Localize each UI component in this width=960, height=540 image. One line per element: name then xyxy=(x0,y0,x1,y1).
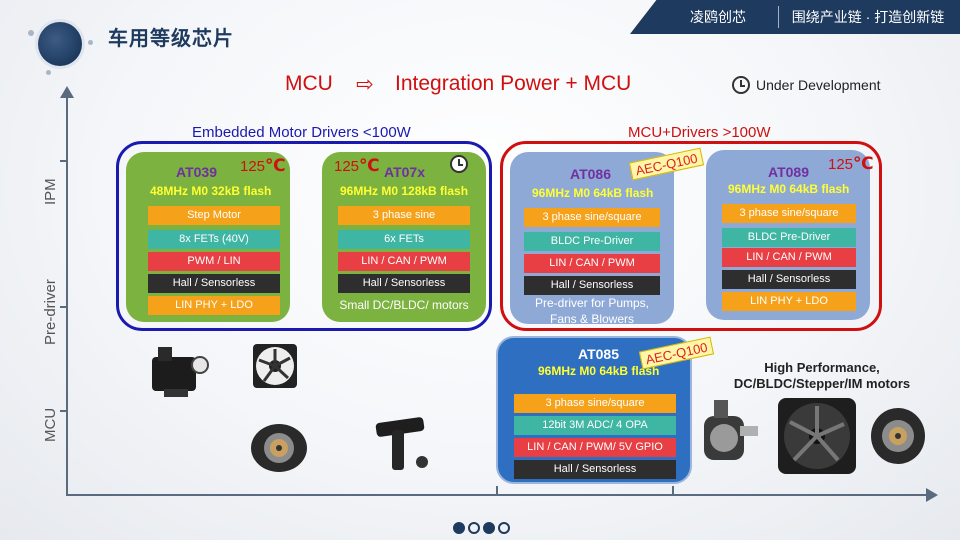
x-tick xyxy=(672,486,674,494)
feature-chip: Step Motor xyxy=(148,206,280,225)
chip-spec: 96MHz M0 128kB flash xyxy=(340,184,469,198)
chip-card-at07x[interactable]: 125℃ AT07x 96MHz M0 128kB flash 3 phase … xyxy=(322,152,486,322)
temp-rating: 125℃ xyxy=(828,154,874,173)
chip-note: Fans & Blowers xyxy=(549,312,635,326)
pager-dot[interactable] xyxy=(468,522,480,534)
logo-dot xyxy=(28,30,34,36)
feature-chip: PWM / LIN xyxy=(148,252,280,271)
chip-note: Pre-driver for Pumps, xyxy=(534,296,650,310)
feature-chip: Hall / Sensorless xyxy=(148,274,280,293)
arrow-right-icon: ⇨ xyxy=(356,73,374,96)
radiator-fan-image xyxy=(778,398,856,474)
feature-chip: 3 phase sine xyxy=(338,206,470,225)
chip-card-at086[interactable]: AT086 96MHz M0 64kB flash 3 phase sine/s… xyxy=(510,152,674,326)
group-box-embedded xyxy=(116,141,492,331)
temp-rating: 125℃ xyxy=(240,156,286,175)
x-axis xyxy=(66,494,930,496)
temp-rating: 125℃ xyxy=(334,156,380,175)
chip-name: AT039 xyxy=(176,164,217,180)
y-axis-arrow-icon xyxy=(60,86,74,98)
chip-name: AT085 xyxy=(578,346,619,362)
feature-chip: 8x FETs (40V) xyxy=(148,230,280,249)
blower-motor-image xyxy=(251,424,307,472)
feature-chip: Hall / Sensorless xyxy=(514,460,676,479)
chip-note: Small DC/BLDC/ motors xyxy=(339,298,469,312)
feature-chip: 12bit 3M ADC/ 4 OPA xyxy=(514,416,676,435)
y-tick xyxy=(60,410,68,412)
chip-card-at039[interactable]: AT039 125℃ 48MHz M0 32kB flash Step Moto… xyxy=(126,152,290,322)
chip-card-at089[interactable]: AT089 125℃ 96MHz M0 64kB flash 3 phase s… xyxy=(706,150,874,320)
feature-chip: 3 phase sine/square xyxy=(524,208,660,227)
hp-line-1: High Performance, xyxy=(764,360,880,375)
chip-spec: 96MHz M0 64kB flash xyxy=(728,182,850,196)
pager-dot[interactable] xyxy=(483,522,495,534)
feature-chip: LIN PHY + LDO xyxy=(148,296,280,315)
group-label-embedded: Embedded Motor Drivers <100W xyxy=(192,124,411,141)
page-title: 车用等级芯片 xyxy=(108,28,234,50)
y-axis xyxy=(66,92,68,496)
clock-icon xyxy=(450,155,468,173)
pager-dot[interactable] xyxy=(453,522,465,534)
y-label-ipm: IPM xyxy=(42,178,59,205)
legend: Under Development xyxy=(732,76,881,94)
legend-label: Under Development xyxy=(756,77,881,93)
water-pump-image xyxy=(704,400,758,460)
feature-chip: LIN / CAN / PWM/ 5V GPIO xyxy=(514,438,676,457)
group-box-mcu-drivers xyxy=(500,141,882,331)
feature-chip: LIN / CAN / PWM xyxy=(722,248,856,267)
slide-pager xyxy=(453,522,510,534)
logo-dot xyxy=(88,40,93,45)
feature-chip: Hall / Sensorless xyxy=(338,274,470,293)
tab-company[interactable]: 凌鸥创芯 xyxy=(690,9,746,25)
logo xyxy=(38,22,82,66)
y-label-pre-driver: Pre-driver xyxy=(42,279,59,345)
feature-chip: LIN PHY + LDO xyxy=(722,292,856,311)
chip-spec: 96MHz M0 64kB flash xyxy=(538,364,660,378)
feature-chip: BLDC Pre-Driver xyxy=(524,232,660,251)
hp-line-2: DC/BLDC/Stepper/IM motors xyxy=(733,376,911,391)
cooling-fan-image xyxy=(253,344,297,388)
feature-chip: 3 phase sine/square xyxy=(514,394,676,413)
feature-chip: Hall / Sensorless xyxy=(722,270,856,289)
feature-chip: 3 phase sine/square xyxy=(722,204,856,223)
high-performance-label: High Performance, DC/BLDC/Stepper/IM mot… xyxy=(722,360,922,392)
blower-motor-image xyxy=(871,408,925,464)
chip-name: AT089 xyxy=(768,164,809,180)
y-tick xyxy=(60,306,68,308)
chip-name: AT086 xyxy=(570,166,611,182)
chip-name: AT07x xyxy=(384,164,425,180)
y-label-mcu: MCU xyxy=(42,407,59,442)
feature-chip: BLDC Pre-Driver xyxy=(722,228,856,247)
chip-spec: 48MHz M0 32kB flash xyxy=(150,184,272,198)
main-heading: MCU ⇨ Integration Power + MCU xyxy=(0,72,960,102)
heading-right: Integration Power + MCU xyxy=(395,72,632,95)
tab-divider xyxy=(778,6,779,28)
y-tick xyxy=(60,160,68,162)
feature-chip: LIN / CAN / PWM xyxy=(524,254,660,273)
header-nav: 凌鸥创芯 围绕产业链 · 打造创新链 xyxy=(630,0,960,34)
logo-dot xyxy=(46,70,51,75)
feature-chip: Hall / Sensorless xyxy=(524,276,660,295)
group-label-mcu-drivers: MCU+Drivers >100W xyxy=(628,124,771,141)
feature-chip: LIN / CAN / PWM xyxy=(338,252,470,271)
tab-slogan[interactable]: 围绕产业链 · 打造创新链 xyxy=(791,9,945,25)
heading-left: MCU xyxy=(285,72,333,95)
feature-chip: 6x FETs xyxy=(338,230,470,249)
clock-icon xyxy=(732,76,750,94)
x-tick xyxy=(496,486,498,494)
x-axis-arrow-icon xyxy=(926,488,938,502)
actuator-image xyxy=(152,347,209,397)
valve-actuator-image xyxy=(375,417,428,470)
chip-spec: 96MHz M0 64kB flash xyxy=(532,186,654,200)
pager-dot[interactable] xyxy=(498,522,510,534)
